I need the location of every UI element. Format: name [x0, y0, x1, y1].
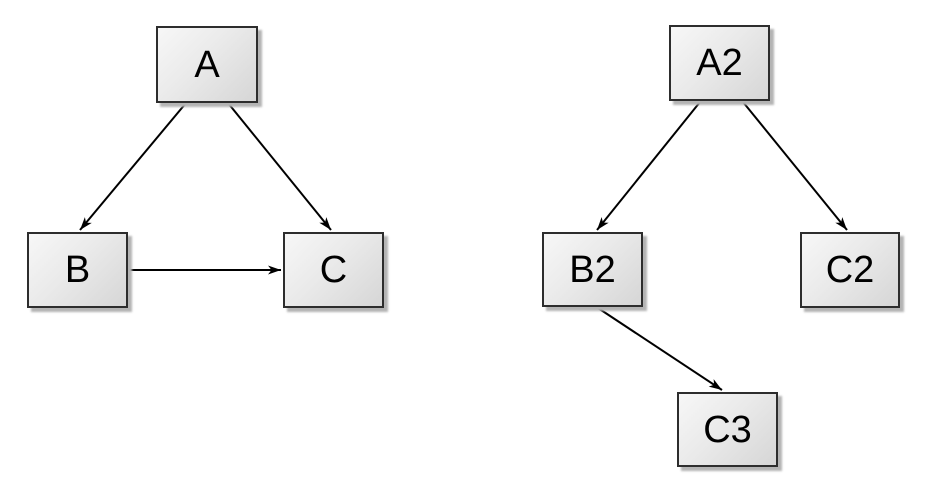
node-B[interactable]: B	[27, 232, 128, 308]
node-C2[interactable]: C2	[800, 232, 900, 308]
node-B2[interactable]: B2	[542, 232, 643, 307]
node-label-C: C	[319, 249, 348, 291]
node-label-A: A	[194, 43, 220, 86]
node-C3[interactable]: C3	[677, 392, 778, 467]
node-label-C2: C2	[825, 249, 875, 291]
node-C[interactable]: C	[283, 232, 384, 308]
edge-A-B[interactable]	[79, 102, 187, 231]
edge-A-C[interactable]	[227, 102, 332, 231]
node-label-A2: A2	[696, 42, 743, 84]
node-A[interactable]: A	[156, 26, 258, 103]
node-A2[interactable]: A2	[669, 25, 770, 101]
node-label-B: B	[64, 249, 91, 291]
edge-B2-C3[interactable]	[597, 307, 723, 391]
edge-A2-B2[interactable]	[596, 101, 701, 231]
node-label-B2: B2	[569, 248, 616, 291]
edge-A2-C2[interactable]	[742, 101, 848, 231]
node-label-C3: C3	[703, 408, 752, 451]
